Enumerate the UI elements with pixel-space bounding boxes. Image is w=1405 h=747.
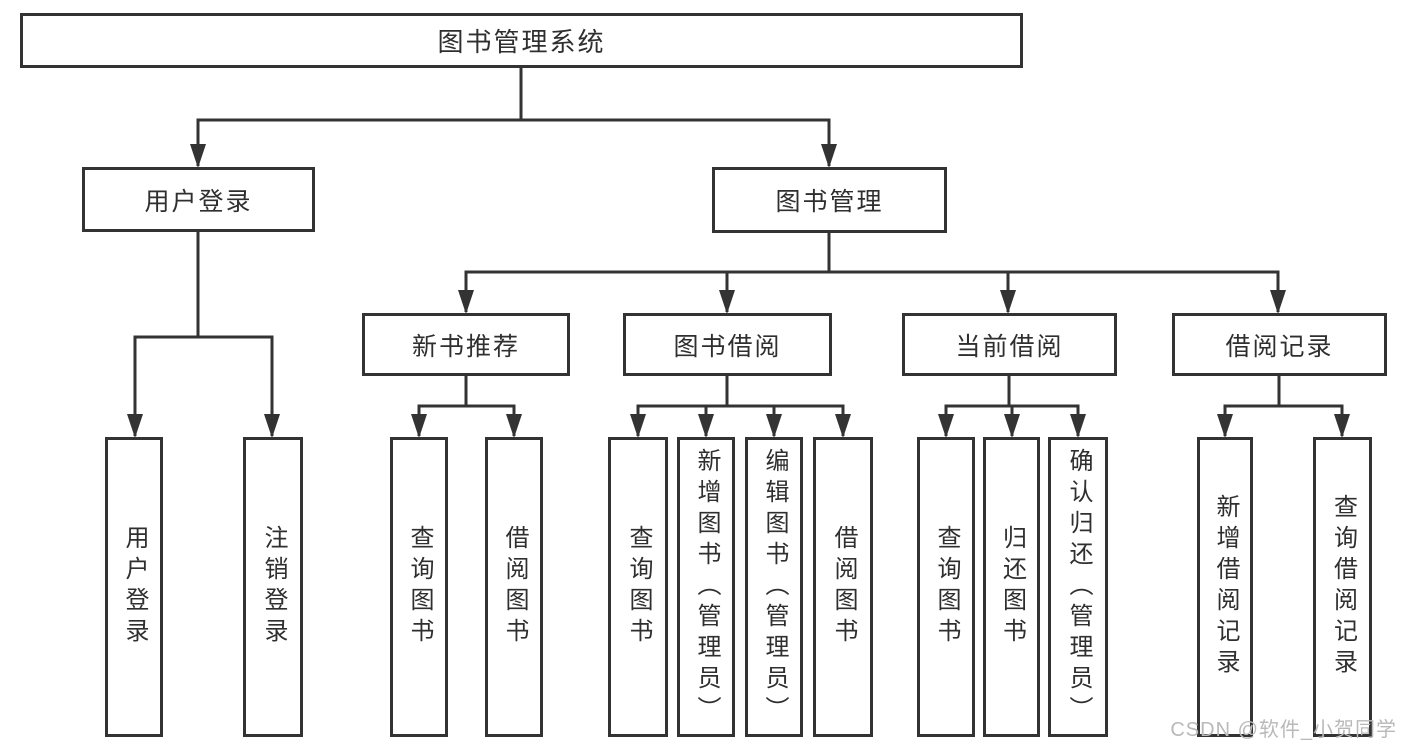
- node-borrow-records: 借阅记录: [1172, 313, 1387, 376]
- edges-root: [190, 68, 837, 168]
- node-user-login: 用户登录: [82, 167, 315, 232]
- leaf-confirm-return-admin: 确认归还（管理员）: [1048, 437, 1108, 737]
- leaf-user-login: 用户登录: [105, 437, 163, 737]
- node-book-management: 图书管理: [712, 167, 947, 233]
- leaf-borrow-books-borrow: 借阅图书: [813, 437, 873, 737]
- node-library-system: 图书管理系统: [20, 13, 1023, 68]
- node-new-book-recommend: 新书推荐: [362, 313, 570, 376]
- leaf-query-books-recommend: 查询图书: [390, 437, 448, 737]
- edges-book-management: [458, 232, 1286, 314]
- edges-book-borrow: [630, 376, 851, 438]
- leaf-edit-book-admin: 编辑图书（管理员）: [745, 437, 803, 737]
- edges-current-borrow: [938, 376, 1086, 438]
- leaf-query-books-borrow: 查询图书: [608, 437, 668, 737]
- leaf-return-book: 归还图书: [983, 437, 1040, 737]
- node-book-borrow: 图书借阅: [623, 313, 832, 376]
- edges-new-book-recommend: [411, 376, 522, 438]
- leaf-add-borrow-record: 新增借阅记录: [1197, 437, 1253, 737]
- leaf-add-book-admin: 新增图书（管理员）: [677, 437, 735, 737]
- node-current-borrow: 当前借阅: [902, 313, 1117, 376]
- leaf-query-borrow-record: 查询借阅记录: [1313, 437, 1372, 737]
- leaf-borrow-books-recommend: 借阅图书: [485, 437, 543, 737]
- edges-borrow-records: [1217, 376, 1350, 438]
- edges-user-login: [127, 232, 280, 438]
- watermark: CSDN @软件_小贺同学: [1170, 719, 1397, 741]
- leaf-query-books-current: 查询图书: [917, 437, 975, 737]
- leaf-logout: 注销登录: [243, 437, 303, 737]
